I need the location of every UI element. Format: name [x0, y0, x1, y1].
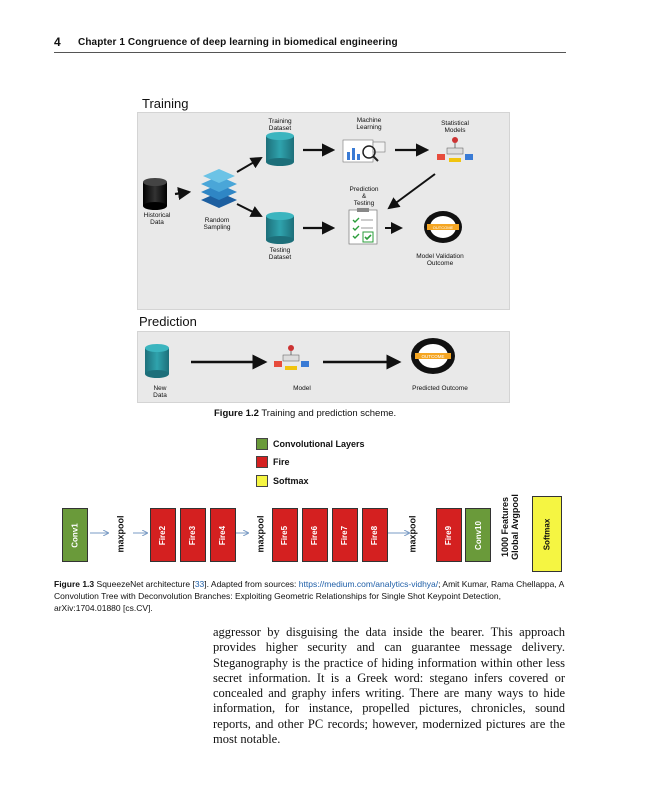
layer-fire4: Fire4 [210, 508, 236, 562]
header-rule [54, 52, 566, 53]
layer-maxpool-2: maxpool [255, 515, 266, 553]
layer-fire8: Fire8 [362, 508, 388, 562]
random-sampling-icon [201, 169, 237, 208]
page-number: 4 [54, 35, 61, 49]
layer-fire7: Fire7 [332, 508, 358, 562]
legend-label-softmax: Softmax [273, 476, 309, 486]
legend-swatch-conv [256, 438, 268, 450]
figure-1-3-caption-text: ; Amit Kumar, Rama Chellappa, A Convolut… [54, 579, 564, 613]
legend-swatch-softmax [256, 475, 268, 487]
layer-fire3: Fire3 [180, 508, 206, 562]
outcome-badge-training: OUTCOME [424, 211, 462, 243]
legend-swatch-fire [256, 456, 268, 468]
prediction-title: Prediction [139, 314, 197, 329]
layer-fire9: Fire9 [436, 508, 462, 562]
layer-conv10: Conv10 [465, 508, 491, 562]
label-new-data: New Data [153, 385, 167, 399]
label-model-validation-outcome: Model Validation Outcome [416, 253, 464, 267]
label-prediction-testing: Prediction & Testing [349, 186, 379, 207]
new-data-icon [145, 344, 169, 378]
machine-learning-icon [342, 139, 386, 163]
svg-text:OUTCOME: OUTCOME [422, 354, 445, 359]
prediction-testing-icon [348, 208, 378, 245]
training-dataset-icon [266, 132, 294, 166]
label-random-sampling: Random Sampling [203, 217, 231, 231]
label-model: Model [293, 385, 311, 392]
layer-fire6: Fire6 [302, 508, 328, 562]
model-icon [274, 345, 309, 370]
label-historical-data: Historical Data [143, 212, 171, 226]
training-prediction-diagram: OUTCOME OUTCOME [143, 132, 473, 378]
label-training-dataset: Training Dataset [268, 118, 292, 132]
figure-1-2-text: Training and prediction scheme. [261, 408, 397, 419]
training-title: Training [142, 96, 189, 111]
figure-1-2-caption: Figure 1.2 Training and prediction schem… [214, 408, 396, 419]
layer-maxpool-3: maxpool [407, 515, 418, 553]
layer-global-avgpool: 1000 Features Global Avgpool [494, 490, 528, 575]
body-paragraph: aggressor by disguising the data inside … [213, 625, 565, 747]
layer-conv1: Conv1 [62, 508, 88, 562]
figure-1-3-caption: Figure 1.3 SqueezeNet architecture [33].… [54, 578, 566, 614]
legend-label-fire: Fire [273, 457, 290, 467]
label-predicted-outcome: Predicted Outcome [412, 385, 468, 392]
layer-fire2: Fire2 [150, 508, 176, 562]
label-testing-dataset: Testing Dataset [268, 247, 292, 261]
citation-link[interactable]: 33 [194, 579, 205, 589]
source-url-link[interactable]: https://medium.com/analytics-vidhya/ [298, 579, 439, 589]
statistical-models-icon [437, 137, 473, 162]
running-header: Chapter 1 Congruence of deep learning in… [78, 37, 398, 48]
figure-1-3-caption-text: ]. Adapted from sources: [204, 579, 299, 589]
label-statistical-models: Statistical Models [441, 120, 469, 134]
svg-text:OUTCOME: OUTCOME [433, 225, 454, 230]
label-machine-learning: Machine Learning [356, 117, 382, 131]
layer-fire5: Fire5 [272, 508, 298, 562]
legend-label-conv: Convolutional Layers [273, 439, 365, 449]
figure-1-3-label: Figure 1.3 [54, 579, 95, 589]
historical-data-icon [143, 178, 167, 210]
layer-maxpool-1: maxpool [115, 515, 126, 553]
avgpool-features-label: 1000 Features [500, 496, 510, 558]
layer-softmax: Softmax [532, 496, 562, 572]
figure-1-2-label: Figure 1.2 [214, 408, 259, 419]
avgpool-label: Global Avgpool [510, 494, 520, 560]
squeezenet-diagram: Conv1 maxpool Fire2 Fire3 Fire4 maxpool … [54, 490, 566, 575]
figure-1-3-caption-text: SqueezeNet architecture [ [96, 579, 195, 589]
testing-dataset-icon [266, 212, 294, 244]
outcome-badge-prediction: OUTCOME [411, 338, 455, 374]
